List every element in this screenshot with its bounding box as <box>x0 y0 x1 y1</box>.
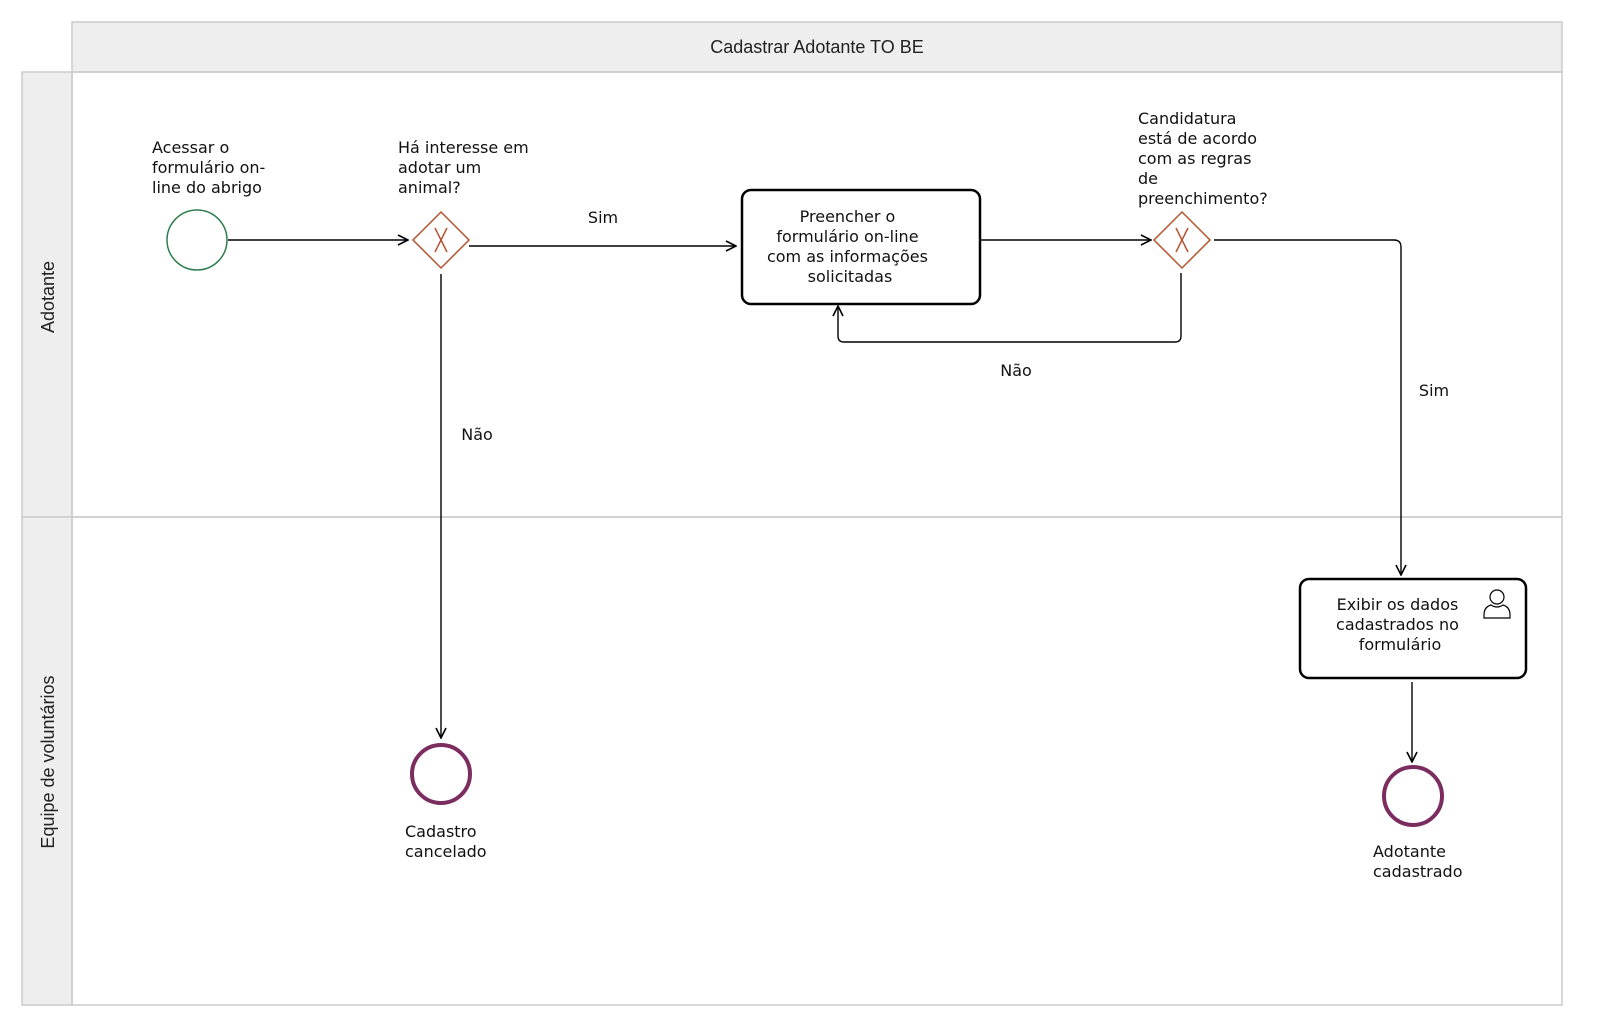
gateway-rules-label-line: com as regras <box>1138 149 1251 168</box>
gateway-rules-label-line: preenchimento? <box>1138 189 1268 208</box>
start-event-label: Acessar o formulário on- line do abrigo <box>152 138 270 197</box>
lane-equipe <box>71 516 1563 1006</box>
gateway-interest[interactable] <box>411 210 471 270</box>
task-fill-form[interactable]: Preencher o formulário on-line com as in… <box>740 188 982 306</box>
pool-header <box>71 21 1563 73</box>
flow-label-interest-yes: Sim <box>588 208 618 227</box>
lane-label-adotante: Adotante <box>38 261 58 333</box>
task-show-data-box <box>1298 577 1528 680</box>
task-show-data-label-line: Exibir os dados <box>1337 595 1459 614</box>
end-event-circle <box>410 743 472 805</box>
lane-label-equipe: Equipe de voluntários <box>38 675 58 848</box>
flow-label-interest-no: Não <box>461 425 493 444</box>
end-event-registered[interactable] <box>1382 765 1444 827</box>
end-event-circle <box>1382 765 1444 827</box>
task-fill-form-label-line: solicitadas <box>808 267 893 286</box>
flow-rules-no <box>838 273 1182 343</box>
start-event-label-line: line do abrigo <box>152 178 262 197</box>
task-fill-form-label-line: com as informações <box>767 247 928 266</box>
user-icon <box>1483 589 1511 619</box>
task-fill-form-label-line: Preencher o <box>800 207 896 226</box>
exclusive-x-icon <box>1175 227 1189 253</box>
end-event-registered-label: Adotante cadastrado <box>1373 842 1463 881</box>
gateway-rules-label: Candidatura está de acordo com as regras… <box>1138 109 1268 208</box>
flow-rules-yes <box>1214 239 1401 575</box>
gateway-rules-label-line: está de acordo <box>1138 129 1257 148</box>
end-event-cancelled-label-line: Cadastro <box>405 822 477 841</box>
task-show-data-label-line: cadastrados no <box>1336 615 1459 634</box>
gateway-rules-label-line: Candidatura <box>1138 109 1236 128</box>
task-fill-form-box <box>740 188 982 306</box>
gateway-interest-label: Há interesse em adotar um animal? <box>398 138 534 197</box>
flow-label-rules-no: Não <box>1000 361 1032 380</box>
start-event[interactable] <box>166 209 228 271</box>
pool: Cadastrar Adotante TO BE Adotante Equipe… <box>21 21 1563 1006</box>
flow-label-rules-yes: Sim <box>1419 381 1449 400</box>
end-event-cancelled[interactable] <box>410 743 472 805</box>
task-fill-form-label-line: formulário on-line <box>776 227 918 246</box>
end-event-cancelled-label-line: cancelado <box>405 842 487 861</box>
start-event-label-line: formulário on- <box>152 158 265 177</box>
task-fill-form-label: Preencher o formulário on-line com as in… <box>767 207 933 286</box>
end-event-registered-label-line: cadastrado <box>1373 862 1463 881</box>
start-event-label-line: Acessar o <box>152 138 229 157</box>
gateway-interest-label-line: Há interesse em <box>398 138 529 157</box>
gateway-interest-label-line: adotar um <box>398 158 481 177</box>
sequence-flows <box>228 240 1412 762</box>
end-event-cancelled-label: Cadastro cancelado <box>405 822 487 861</box>
task-show-data[interactable]: Exibir os dados cadastrados no formulári… <box>1298 577 1528 680</box>
pool-title: Cadastrar Adotante TO BE <box>710 37 923 57</box>
end-event-registered-label-line: Adotante <box>1373 842 1446 861</box>
gateway-rules[interactable] <box>1152 210 1212 270</box>
gateway-interest-label-line: animal? <box>398 178 461 197</box>
exclusive-x-icon <box>434 227 448 253</box>
task-show-data-label: Exibir os dados cadastrados no formulári… <box>1336 595 1464 654</box>
start-event-circle <box>166 209 228 271</box>
task-show-data-label-line: formulário <box>1359 635 1442 654</box>
gateway-rules-label-line: de <box>1138 169 1158 188</box>
